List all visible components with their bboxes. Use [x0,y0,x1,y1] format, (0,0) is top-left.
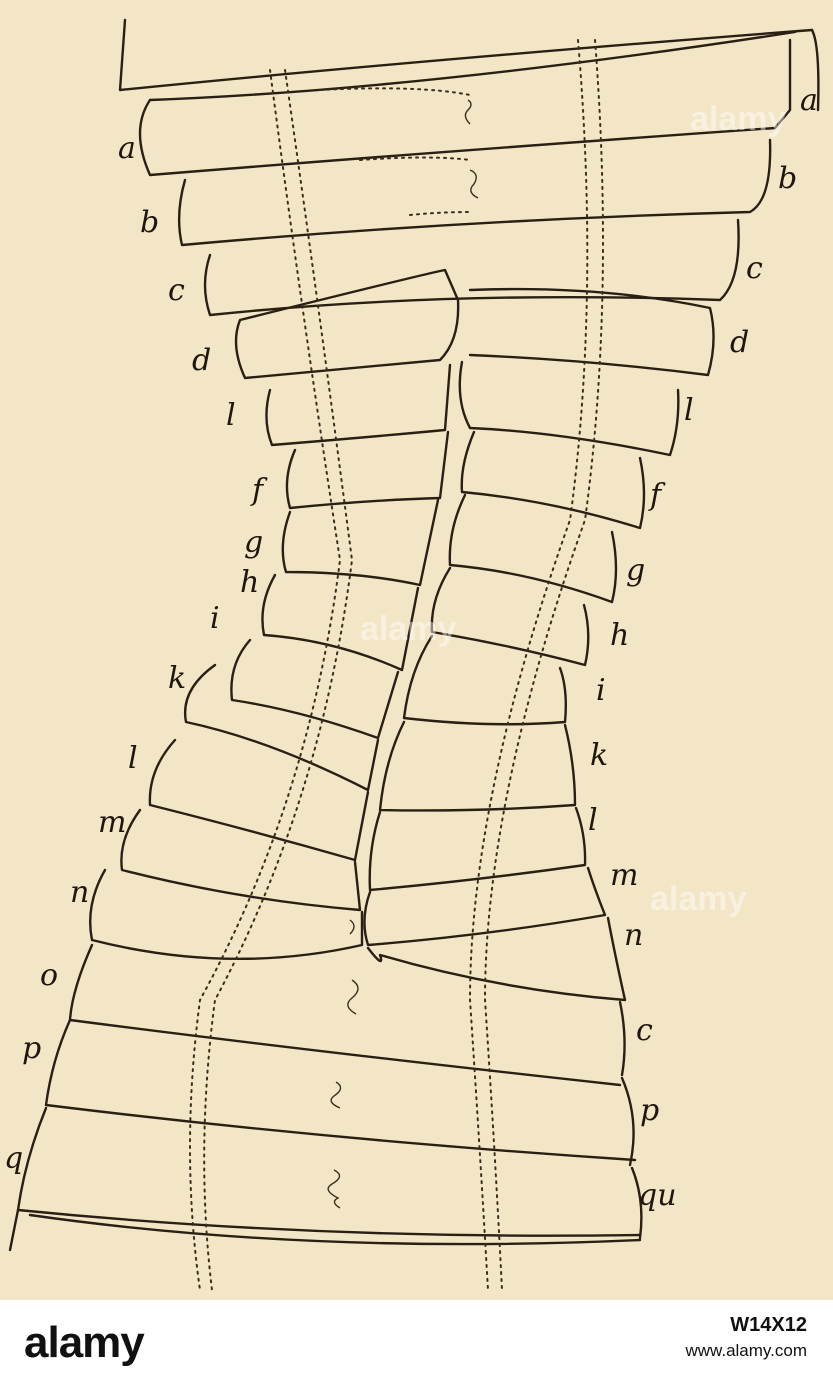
right-segment-k [378,720,577,812]
right-label: a [800,83,818,118]
ganglion-mark [349,919,355,935]
left-label: m [98,805,126,840]
left-label: h [240,565,259,600]
left-segment-o [68,943,622,1087]
left-label: b [140,205,159,240]
left-cord-outer [189,69,342,1291]
top-outline [118,18,814,92]
right-segment-h [430,566,590,667]
right-label: h [610,618,629,653]
watermark-logo: alamy [360,610,457,648]
left-label: q [4,1141,23,1176]
left-label: l [128,741,138,776]
ganglion-mark [327,1169,341,1209]
ganglion-mark [464,99,472,125]
right-label: d [730,325,749,360]
right-segment-qu [630,1166,643,1240]
segment-a [138,38,792,177]
ganglion-mark [347,979,359,1015]
left-label: n [70,875,89,910]
left-bottom-tail [8,1208,20,1252]
right-segment-p [620,1076,635,1167]
right-segment-f [460,430,646,530]
left-segment-p [44,1018,637,1162]
top-right-edge [810,28,820,112]
right-label: f [648,478,666,513]
segment-a-line [148,30,797,102]
right-label: c [636,1013,653,1048]
right-label: c [746,251,763,286]
ganglion-mark [330,1081,342,1109]
center-cord-top [319,87,471,216]
segment-c [203,218,740,317]
left-segment-f [285,430,450,510]
segment-d [234,268,460,380]
image-id-block: W14X12 www.alamy.com [685,1314,807,1361]
image-code: W14X12 [730,1314,807,1336]
figure-area: a b c d l f g h i k l m n o p q a b c d … [4,18,820,1291]
brand-logo: alamy [24,1318,145,1367]
watermark-logo: alamy [690,100,787,138]
left-segment-e [265,363,452,447]
left-segment-q [16,1106,642,1237]
right-label: g [626,553,645,588]
right-segment-l [368,806,587,892]
right-label: qu [638,1178,677,1213]
right-segment-m [363,866,607,947]
site-url: www.alamy.com [685,1341,807,1360]
right-label: l [684,393,694,428]
right-segment-e [458,360,680,457]
stock-footer: alamy W14X12 www.alamy.com [0,1300,833,1390]
right-segment-n [366,916,627,1002]
right-label: b [778,161,797,196]
left-segment-n [89,868,364,961]
left-label: p [22,1031,41,1066]
left-label: l [226,398,236,433]
watermark-logo: alamy [650,880,747,918]
right-label: l [588,803,598,838]
bottom-edge [28,1213,642,1246]
left-labels: a b c d l f g h i k l m n o p q [4,131,268,1176]
right-label: m [610,858,638,893]
left-cord-inner [203,69,354,1291]
left-label: i [210,601,220,636]
right-label: p [640,1093,659,1128]
right-label: n [624,918,643,953]
left-label: c [168,273,185,308]
left-label: g [244,525,263,560]
left-segment-h [261,573,420,672]
segment-b [177,138,772,247]
right-segment-c [618,1000,626,1077]
left-label: f [250,473,268,508]
left-label: a [118,131,136,166]
left-label: o [40,958,58,993]
left-segment-l [148,738,370,862]
segment-d-right [468,287,715,377]
ganglion-mark [469,169,479,199]
left-segment-m [120,808,362,912]
right-label: i [596,673,606,708]
left-label: d [192,343,211,378]
right-labels: a b c d l f g h i k l m n c p qu [588,83,818,1213]
right-cord-outer [468,39,589,1291]
left-segment-k [183,663,380,792]
right-segment-g [448,493,618,604]
right-cord-inner [483,39,604,1291]
left-segment-i [230,638,400,740]
right-segment-i [402,634,568,726]
left-label: k [168,661,186,696]
left-segment-g [281,498,440,587]
right-label: k [590,738,608,773]
segment-diagram: a b c d l f g h i k l m n o p q a b c d … [4,18,820,1291]
